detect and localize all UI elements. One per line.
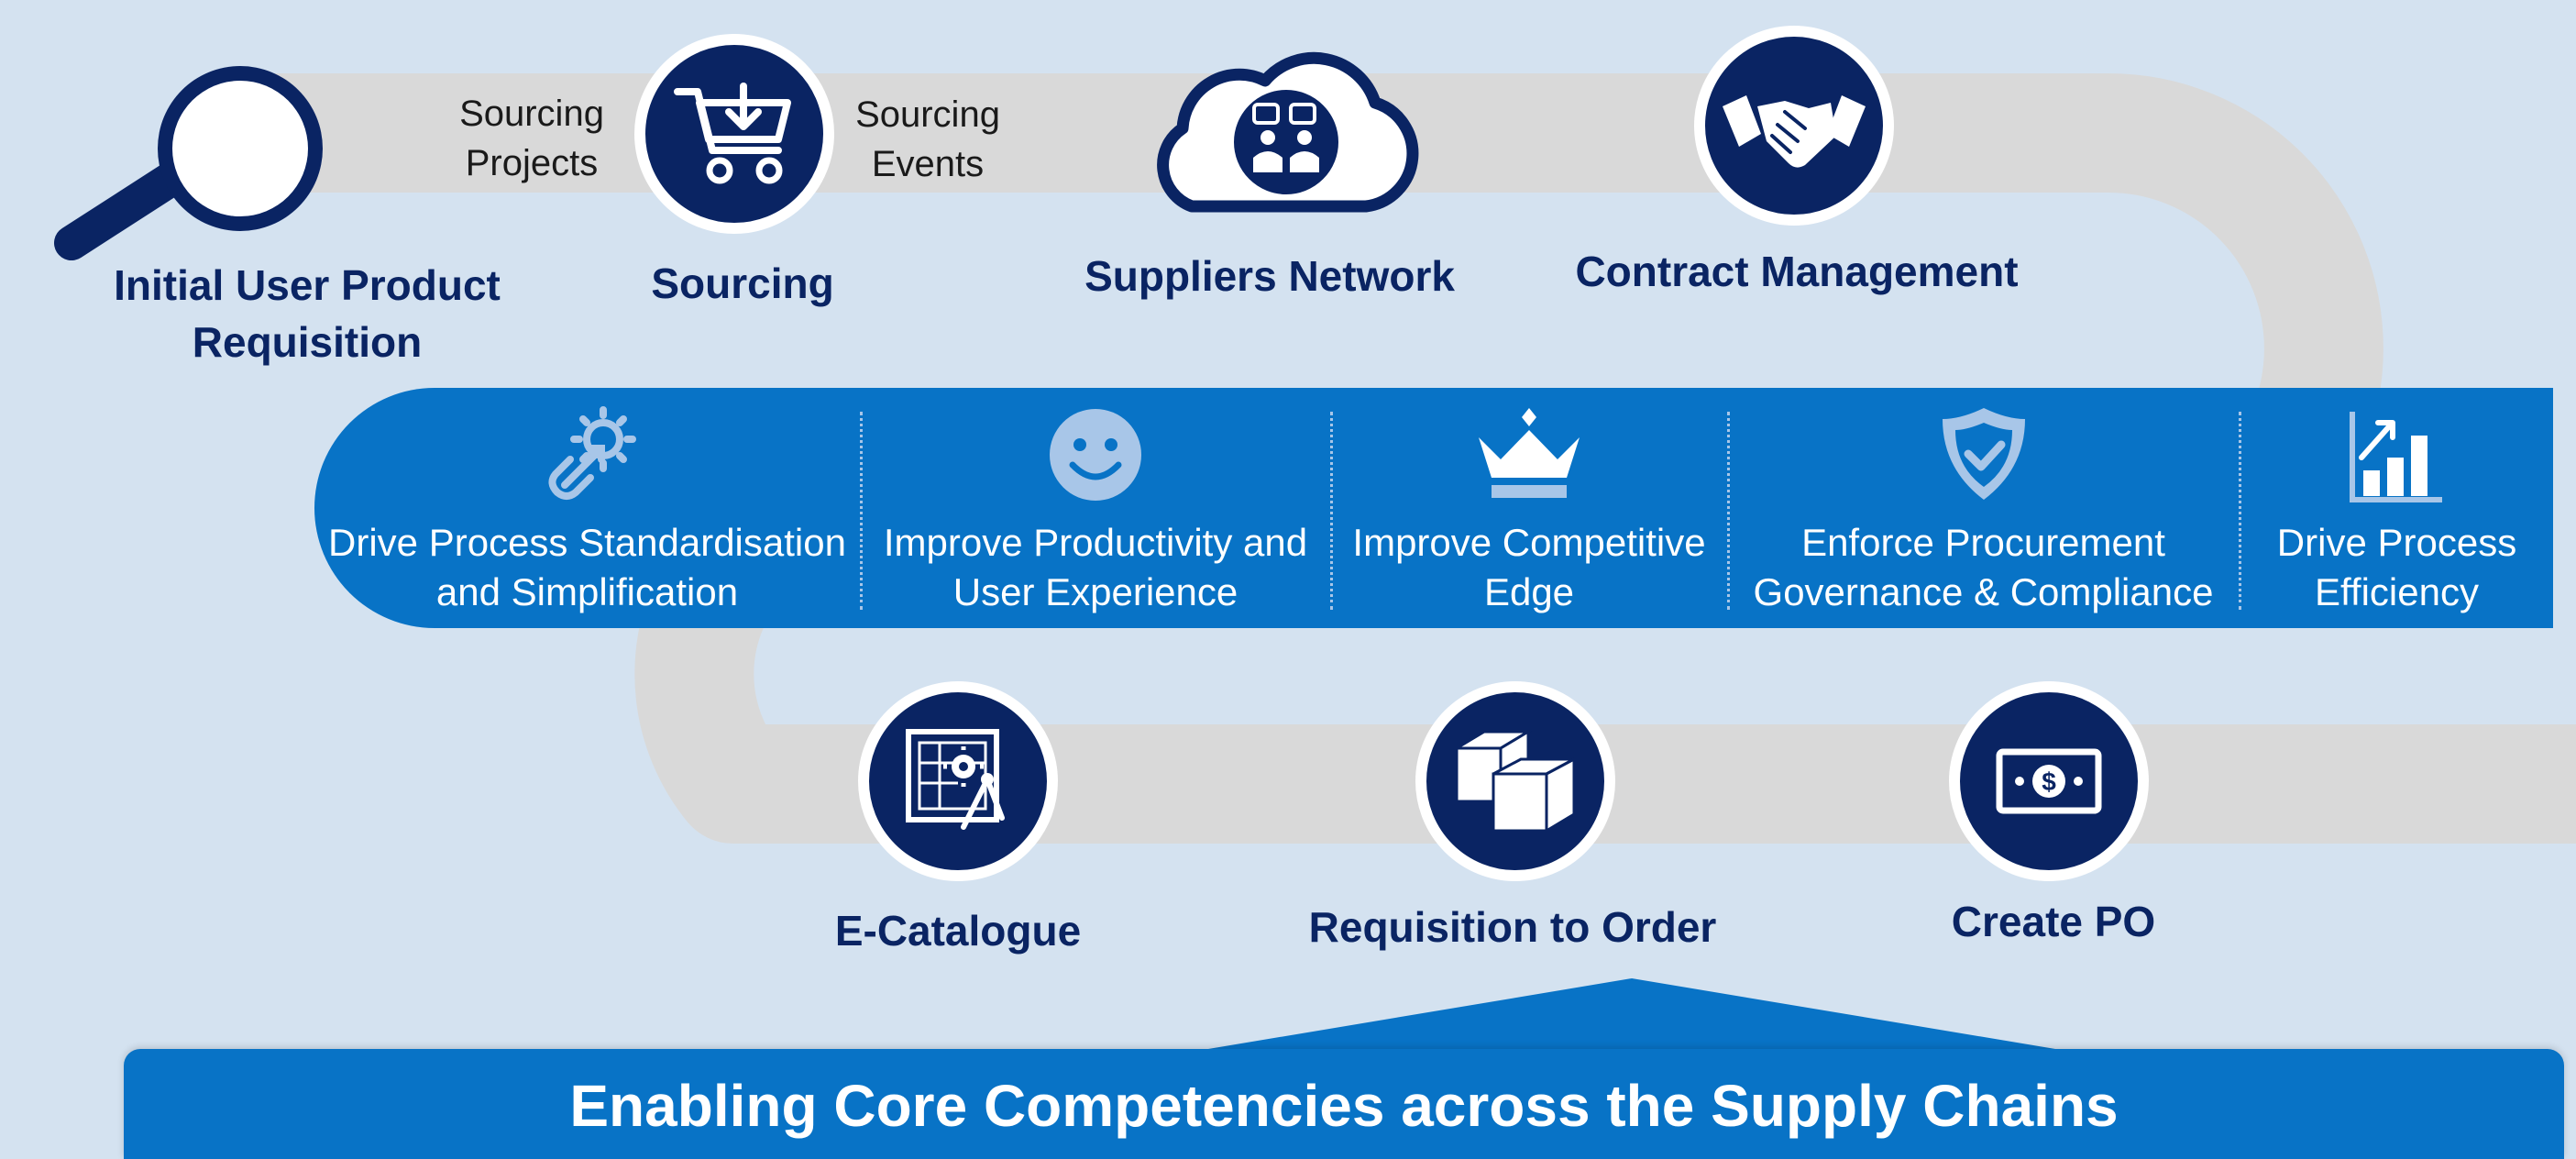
shopping-cart-icon [674,83,791,184]
benefit-governance: Enforce Procurement Governance & Complia… [1729,388,2238,628]
stage-label-create-po: Create PO [1951,898,2156,945]
contract-circle [1694,26,1894,226]
gear-link-icon [537,404,638,510]
shield-check-icon [1933,404,2034,510]
benefit-label: Drive Process Standardisation and Simpli… [328,521,846,613]
requisition-to-order-circle [1415,681,1615,881]
footer-banner: Enabling Core Competencies across the Su… [124,1049,2564,1159]
benefit-efficiency: Drive Process Efficiency [2240,388,2553,628]
benefit-standardisation: Drive Process Standardisation and Simpli… [314,388,860,628]
stage-label-initial-requisition: Initial User Product Requisition [114,261,501,366]
e-catalogue-circle [858,681,1058,881]
path-label-sourcing-events: Sourcing Events [855,94,1000,184]
stage-label-e-catalogue: E-Catalogue [834,907,1082,955]
create-po-circle: $ [1949,681,2149,881]
banner-divider [1330,412,1333,610]
people-chat-icon [1252,103,1319,172]
bar-chart-icon [2347,404,2448,510]
banner-divider [860,412,863,610]
benefit-label: Improve Productivity and User Experience [883,521,1308,613]
cloud-icon [1137,28,1421,215]
benefit-label: Enforce Procurement Governance & Complia… [1753,521,2214,613]
svg-text:$: $ [2042,767,2056,796]
benefit-label: Improve Competitive Edge [1352,521,1706,613]
benefit-label: Drive Process Efficiency [2276,521,2517,613]
stage-label-suppliers-network: Suppliers Network [1084,252,1455,300]
benefit-productivity: Improve Productivity and User Experience [862,388,1329,628]
banner-divider [1727,412,1730,610]
sourcing-circle [634,34,834,234]
crown-icon [1470,404,1589,510]
footer-arrow [1181,978,2083,1054]
footer-title: Enabling Core Competencies across the Su… [569,1073,2119,1139]
blueprint-icon [906,729,1005,830]
handshake-icon [1723,95,1866,168]
magnifier-icon [37,55,348,275]
smiley-icon [1045,404,1146,510]
stage-label-contract-management: Contract Management [1575,248,2019,295]
benefits-banner: Drive Process Standardisation and Simpli… [314,388,2553,628]
path-label-sourcing-projects: Sourcing Projects [459,94,604,183]
stage-label-requisition-to-order: Requisition to Order [1308,903,1717,951]
boxes-icon [1451,729,1576,833]
banner-divider [2239,412,2241,610]
banknote-icon: $ [1996,748,2102,814]
benefit-competitive-edge: Improve Competitive Edge [1332,388,1726,628]
stage-label-sourcing: Sourcing [651,259,834,307]
